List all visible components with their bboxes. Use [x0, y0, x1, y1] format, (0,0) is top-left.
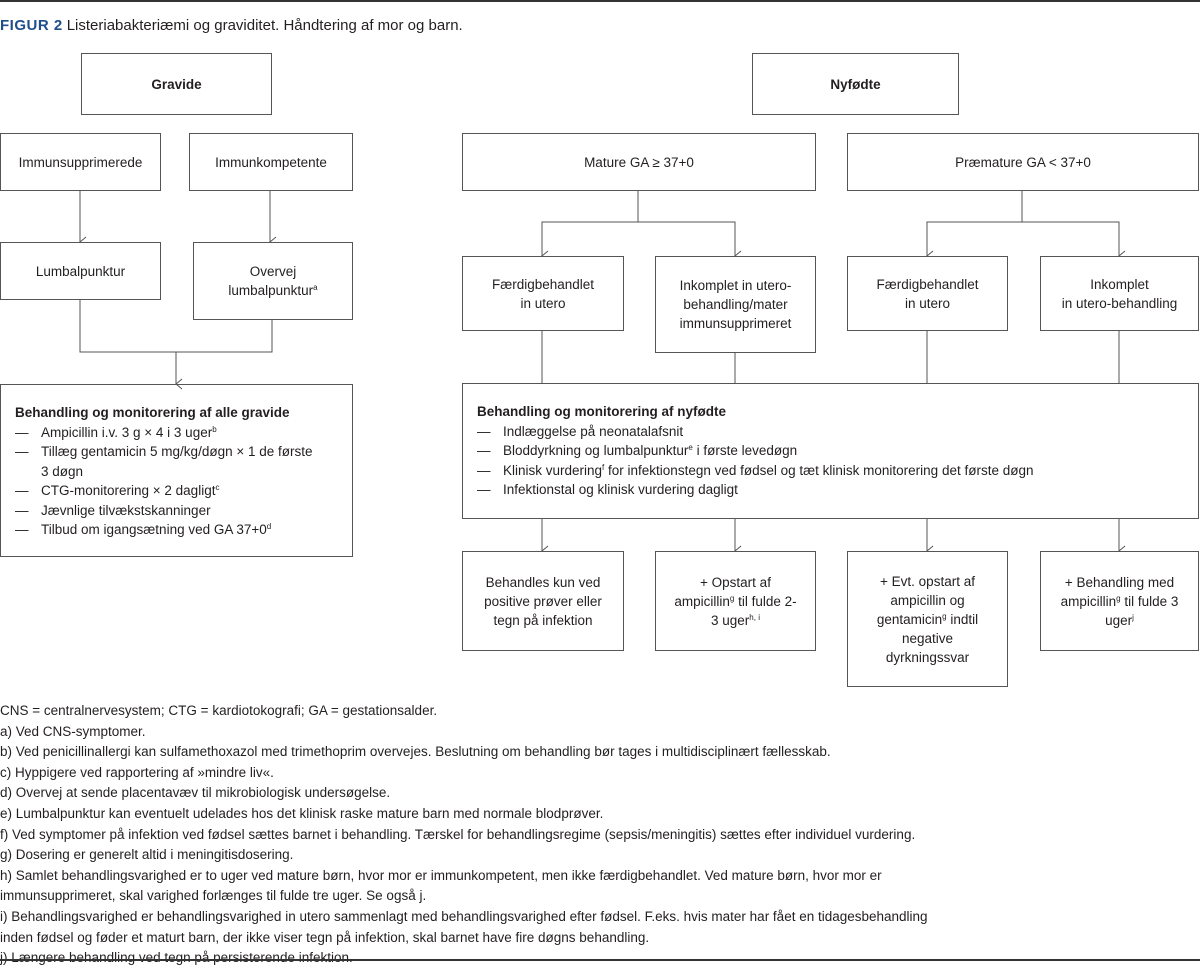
- footnote: g) Dosering er generelt altid i meningit…: [0, 847, 294, 863]
- lumbalpunktur-box: Lumbalpunktur: [0, 242, 161, 300]
- list-item: Jævnlige tilvækstskanninger: [15, 501, 338, 521]
- list-item: Ampicillin i.v. 3 g × 4 i 3 ugerb: [15, 423, 338, 443]
- box-label: + Behandling med ampicilling til fulde 3…: [1060, 574, 1179, 628]
- premature-box: Præmature GA < 37+0: [847, 133, 1199, 191]
- footnote: CNS = centralnervesystem; CTG = kardioto…: [0, 703, 438, 718]
- footnotes: CNS = centralnervesystem; CTG = kardioto…: [0, 701, 1000, 969]
- premature-label: Præmature GA < 37+0: [955, 154, 1091, 170]
- box-label: + Opstart af ampicilling til fulde 2-3 u…: [674, 574, 797, 628]
- top-rule: [0, 0, 1200, 2]
- footnote: e) Lumbalpunktur kan eventuelt udelades …: [0, 805, 604, 821]
- list-item: CTG-monitorering × 2 dagligtc: [15, 481, 338, 501]
- gravide-treatment-box: Behandling og monitorering af alle gravi…: [0, 384, 353, 557]
- immunsupprimerede-box: Immunsupprimerede: [0, 133, 161, 191]
- list-item: Tilbud om igangsætning ved GA 37+0d: [15, 520, 338, 540]
- nyfodte-treatment-box: Behandling og monitorering af nyfødte In…: [462, 383, 1199, 519]
- list-item: Indlæggelse på neonatalafsnit: [477, 422, 1184, 442]
- footnote: a) Ved CNS-symptomer.: [0, 723, 146, 739]
- nyfodte-treatment-heading: Behandling og monitorering af nyfødte: [477, 404, 726, 419]
- box-label: + Evt. opstart af ampicillin og gentamic…: [876, 573, 979, 665]
- nyfodte-treatment-list: Indlæggelse på neonatalafsnit Bloddyrkni…: [477, 422, 1184, 500]
- gravide-label: Gravide: [151, 76, 202, 92]
- mature-label: Mature GA ≥ 37+0: [584, 154, 694, 170]
- box-label: Behandles kun ved positive prøver eller …: [484, 574, 602, 628]
- lumbalpunktur-label: Lumbalpunktur: [35, 263, 126, 279]
- list-item: Klinisk vurderingf for infektionstegn ve…: [477, 461, 1184, 481]
- footnote: h) Samlet behandlingsvarighed er to uger…: [0, 867, 882, 904]
- outcome-box-1: Behandles kun ved positive prøver eller …: [462, 551, 624, 651]
- footnote: j) Længere behandling ved tegn på persis…: [0, 950, 353, 966]
- gravide-treatment-heading: Behandling og monitorering af alle gravi…: [15, 405, 290, 420]
- mature-box: Mature GA ≥ 37+0: [462, 133, 816, 191]
- outcome-box-2: + Opstart af ampicilling til fulde 2-3 u…: [655, 551, 816, 651]
- footnote: b) Ved penicillinallergi kan sulfamethox…: [0, 744, 831, 760]
- bottom-rule: [0, 959, 1200, 961]
- immunsupprimerede-label: Immunsupprimerede: [18, 154, 143, 170]
- figure-label: FIGUR 2: [0, 17, 63, 34]
- list-item: Infektionstal og klinisk vurdering dagli…: [477, 480, 1184, 500]
- gravide-box: Gravide: [81, 53, 272, 115]
- footnote: d) Overvej at sende placentavæv til mikr…: [0, 785, 391, 801]
- outcome-box-4: + Behandling med ampicilling til fulde 3…: [1040, 551, 1199, 651]
- figure-caption: Listeriabakteriæmi og graviditet. Håndte…: [66, 17, 463, 34]
- outcome-box-3: + Evt. opstart af ampicillin og gentamic…: [847, 551, 1008, 687]
- list-item: Bloddyrkning og lumbalpunkture i første …: [477, 441, 1184, 461]
- nyfodte-label: Nyfødte: [830, 76, 881, 92]
- footnote: i) Behandlingsvarighed er behandlingsvar…: [0, 908, 928, 945]
- gravide-treatment-list: Ampicillin i.v. 3 g × 4 i 3 ugerb Tillæg…: [15, 423, 338, 540]
- immunkompetente-label: Immunkompetente: [215, 154, 327, 170]
- immunkompetente-box: Immunkompetente: [189, 133, 353, 191]
- footnote: c) Hyppigere ved rapportering af »mindre…: [0, 764, 274, 780]
- list-item: Tillæg gentamicin 5 mg/kg/døgn × 1 de fø…: [15, 442, 338, 481]
- footnote: f) Ved symptomer på infektion ved fødsel…: [0, 826, 916, 842]
- nyfodte-box: Nyfødte: [752, 53, 959, 115]
